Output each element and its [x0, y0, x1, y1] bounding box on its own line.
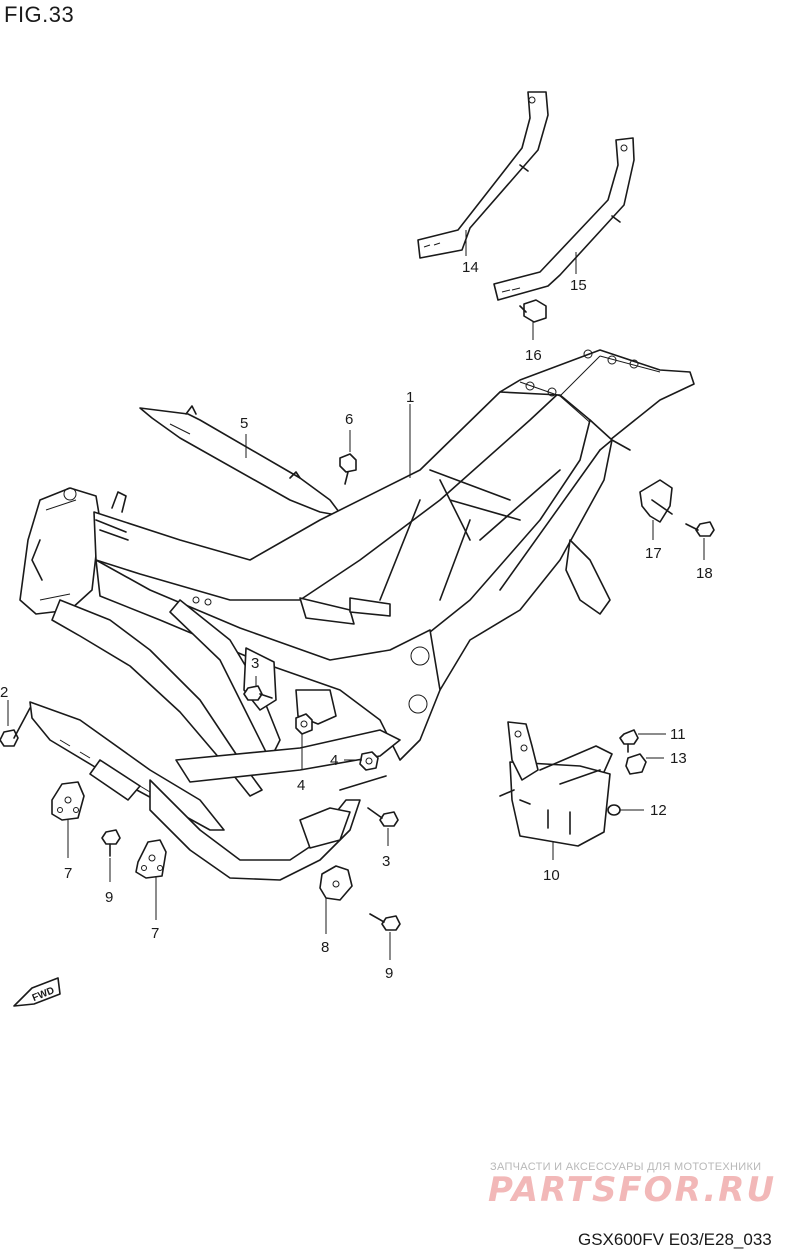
callout-3-lower: 3 — [382, 853, 390, 870]
part-18-bolt[interactable] — [685, 521, 715, 537]
callout-9-right: 9 — [385, 965, 393, 982]
part-9-bolt-left[interactable] — [101, 829, 121, 857]
callout-9-left: 9 — [105, 889, 113, 906]
lower-cradle — [29, 701, 401, 881]
part-7-bracket-left[interactable] — [51, 781, 85, 821]
callout-7-right: 7 — [151, 925, 159, 942]
callout-5: 5 — [240, 415, 248, 432]
callout-13: 13 — [670, 750, 687, 767]
part-9-bolt-right[interactable] — [369, 913, 401, 931]
model-code: GSX600FV E03/E28_033 — [578, 1230, 772, 1249]
part-8-bracket[interactable] — [319, 865, 353, 901]
callout-8: 8 — [321, 939, 329, 956]
callout-2: 2 — [0, 684, 8, 701]
callout-14: 14 — [462, 259, 479, 276]
part-15-seat-rail-right[interactable] — [493, 137, 635, 301]
part-7-bracket-right[interactable] — [135, 839, 167, 879]
callout-3-upper: 3 — [251, 655, 259, 672]
callout-17: 17 — [645, 545, 662, 562]
leader-lines — [7, 230, 705, 960]
callout-1: 1 — [406, 389, 414, 406]
part-2-bolt[interactable] — [0, 707, 31, 747]
part-10-battery-box[interactable] — [499, 721, 613, 847]
callout-18: 18 — [696, 565, 713, 582]
callout-12: 12 — [650, 802, 667, 819]
callout-7-left: 7 — [64, 865, 72, 882]
part-6-bolt[interactable] — [339, 453, 357, 485]
part-11-bolt[interactable] — [619, 729, 639, 753]
part-12-grommet[interactable] — [607, 804, 621, 816]
callout-6: 6 — [345, 411, 353, 428]
part-17-clamp[interactable] — [639, 479, 673, 523]
watermark-logo: PARTSFOR.RU — [488, 1170, 777, 1210]
callout-labels: 14 15 16 1 5 6 17 18 2 3 4 4 3 11 13 12 … — [0, 259, 713, 982]
callout-11: 11 — [670, 726, 686, 743]
callout-4-upper: 4 — [297, 777, 305, 794]
fwd-direction-icon: FWD — [13, 977, 61, 1007]
part-4-nut-lower[interactable] — [359, 751, 379, 771]
part-3-bolt-upper[interactable] — [243, 685, 273, 701]
callout-16: 16 — [525, 347, 542, 364]
part-3-bolt-lower[interactable] — [367, 807, 399, 827]
part-13-cushion[interactable] — [625, 753, 647, 775]
callout-10: 10 — [543, 867, 560, 884]
callout-15: 15 — [570, 277, 587, 294]
callout-4-lower: 4 — [330, 752, 338, 769]
part-16-bolt[interactable] — [519, 299, 547, 323]
part-1-main-frame[interactable] — [19, 349, 695, 797]
watermark-tagline: ЗАПЧАСТИ И АКСЕССУАРЫ ДЛЯ МОТОТЕХНИКИ — [490, 1161, 762, 1173]
figure-title: FIG.33 — [4, 2, 75, 27]
part-14-seat-rail-left[interactable] — [417, 91, 549, 259]
part-4-nut-upper[interactable] — [295, 713, 313, 735]
